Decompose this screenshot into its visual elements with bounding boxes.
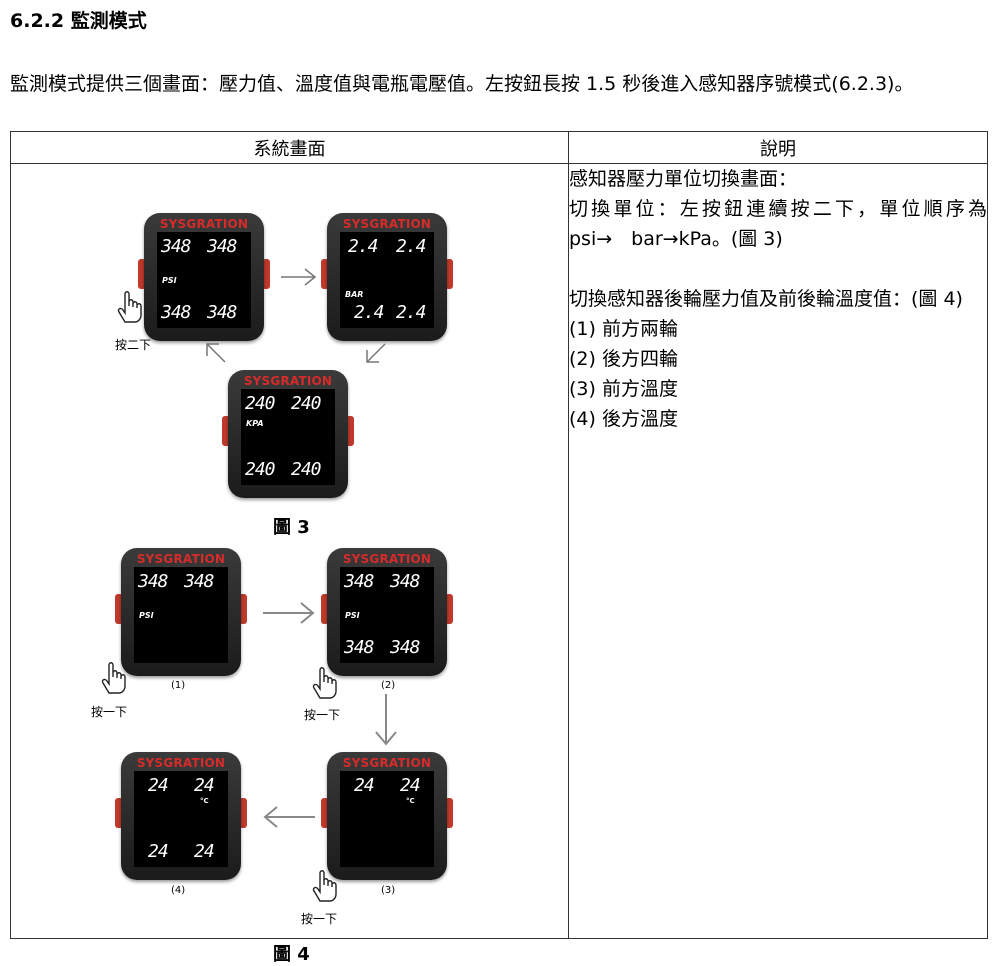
- description-cell: 感知器壓力單位切換畫面： 切換單位：左按鈕連續按二下，單位順序為 psi→ ba…: [568, 163, 1000, 939]
- top-left-value: 24: [354, 775, 375, 796]
- intro-paragraph: 監測模式提供三個畫面：壓力值、溫度值與電瓶電壓值。左按鈕長按 1.5 秒後進入感…: [10, 73, 914, 95]
- top-left-value: 348: [138, 571, 168, 592]
- desc-item-2: (2) 後方四輪: [569, 348, 678, 370]
- device-kpa: SYSGRATION 240 240 KPA 240 240: [222, 370, 354, 498]
- arrow-up-left-icon: [206, 343, 226, 363]
- unit-label: BAR: [345, 290, 364, 299]
- unit-label: PSI: [139, 611, 154, 620]
- brand-label: SYSGRATION: [159, 217, 249, 231]
- device-screen: 24 24 °C: [340, 771, 434, 867]
- bottom-right-value: 2.4: [396, 302, 426, 323]
- bottom-right-value: 348: [390, 637, 420, 658]
- hand-press-icon: [312, 667, 337, 699]
- press-twice-label: 按二下: [115, 338, 152, 352]
- desc-item-4: (4) 後方溫度: [569, 408, 678, 430]
- section-heading: 6.2.2 監測模式: [10, 10, 147, 32]
- brand-label: SYSGRATION: [136, 552, 226, 566]
- desc-unit-switch: 切換單位：左按鈕連續按二下，單位順序為 psi→ bar→kPa。(圖 3): [569, 198, 1000, 250]
- arrow-right-icon: [263, 602, 315, 624]
- brand-label: SYSGRATION: [342, 552, 432, 566]
- bottom-left-value: 240: [245, 459, 275, 480]
- device-screen: 348 348 PSI 348 348: [157, 232, 251, 328]
- top-left-value: 240: [245, 393, 275, 414]
- figure-4-caption: 圖 4: [273, 944, 310, 965]
- celsius-label: °C: [406, 797, 415, 805]
- device-number-3: (3): [381, 885, 396, 896]
- top-right-value: 24: [400, 775, 421, 796]
- top-right-value: 24: [194, 775, 215, 796]
- hand-press-icon: [312, 870, 337, 902]
- unit-label: KPA: [246, 419, 264, 428]
- device-bar: SYSGRATION 2.4 2.4 BAR 2.4 2.4: [321, 213, 453, 341]
- device-number-4: (4): [171, 885, 186, 896]
- device-psi: SYSGRATION 348 348 PSI 348 348: [138, 213, 270, 341]
- figure-3-caption: 圖 3: [273, 517, 310, 538]
- hand-press-icon: [101, 662, 126, 694]
- device-screen: 348 348 PSI: [134, 567, 228, 663]
- top-right-value: 348: [390, 571, 420, 592]
- desc-title: 感知器壓力單位切換畫面：: [569, 168, 798, 190]
- celsius-label: °C: [200, 797, 209, 805]
- device-screen: 240 240 KPA 240 240: [241, 389, 335, 485]
- column-header-description: 說明: [568, 131, 988, 164]
- top-right-value: 2.4: [396, 236, 426, 257]
- arrow-down-icon: [375, 694, 397, 746]
- press-once-label: 按一下: [91, 705, 128, 719]
- brand-label: SYSGRATION: [243, 374, 333, 388]
- device-1: SYSGRATION 348 348 PSI: [115, 548, 247, 676]
- device-screen: 24 24 °C 24 24: [134, 771, 228, 867]
- desc-sensor-switch: 切換感知器後輪壓力值及前後輪溫度值：(圖 4): [569, 288, 963, 310]
- top-right-value: 240: [291, 393, 321, 414]
- arrow-down-left-icon: [366, 343, 386, 363]
- top-left-value: 348: [161, 236, 191, 257]
- bottom-left-value: 24: [148, 841, 169, 862]
- column-header-screens: 系統畫面: [10, 131, 569, 164]
- device-2: SYSGRATION 348 348 PSI 348 348: [321, 548, 453, 676]
- top-left-value: 24: [148, 775, 169, 796]
- bottom-right-value: 348: [207, 302, 237, 323]
- unit-label: PSI: [345, 611, 360, 620]
- arrow-right-icon: [281, 268, 317, 286]
- brand-label: SYSGRATION: [136, 756, 226, 770]
- top-left-value: 2.4: [348, 236, 378, 257]
- press-once-label: 按一下: [301, 912, 338, 926]
- desc-item-3: (3) 前方溫度: [569, 378, 678, 400]
- bottom-right-value: 24: [194, 841, 215, 862]
- brand-label: SYSGRATION: [342, 756, 432, 770]
- unit-label: PSI: [162, 276, 177, 285]
- hand-press-icon: [117, 291, 142, 323]
- top-right-value: 348: [184, 571, 214, 592]
- desc-item-1: (1) 前方兩輪: [569, 318, 678, 340]
- device-number-1: (1): [171, 680, 186, 691]
- top-left-value: 348: [344, 571, 374, 592]
- device-number-2: (2): [381, 680, 396, 691]
- device-screen: 348 348 PSI 348 348: [340, 567, 434, 663]
- press-once-label: 按一下: [304, 708, 341, 722]
- figures-cell: SYSGRATION 348 348 PSI 348 348 SYSGRATIO…: [10, 163, 569, 965]
- device-3: SYSGRATION 24 24 °C: [321, 752, 453, 880]
- brand-label: SYSGRATION: [342, 217, 432, 231]
- bottom-left-value: 348: [161, 302, 191, 323]
- device-screen: 2.4 2.4 BAR 2.4 2.4: [340, 232, 434, 328]
- top-right-value: 348: [207, 236, 237, 257]
- bottom-left-value: 348: [344, 637, 374, 658]
- arrow-left-icon: [263, 806, 315, 828]
- bottom-left-value: 2.4: [354, 302, 384, 323]
- bottom-right-value: 240: [291, 459, 321, 480]
- device-4: SYSGRATION 24 24 °C 24 24: [115, 752, 247, 880]
- content-table: 系統畫面 說明 SYSGRATION 348 348 PSI 348 348: [10, 131, 1000, 965]
